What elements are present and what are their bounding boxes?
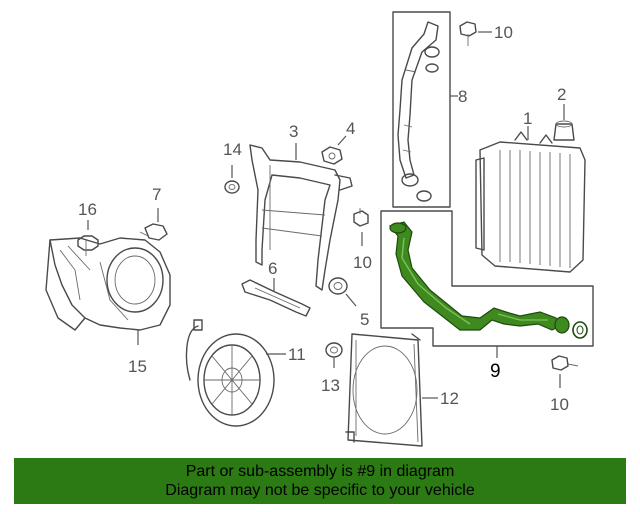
part-10-bolt-middle[interactable] — [353, 208, 369, 227]
part-15-shroud[interactable] — [45, 237, 171, 331]
part-12-panel[interactable] — [345, 333, 423, 447]
part-6-bracket[interactable] — [241, 279, 311, 317]
callout-12: 12 — [440, 389, 459, 408]
part-1-cooler[interactable] — [475, 131, 586, 273]
callout-9: 9 — [490, 361, 501, 382]
footer-line-1: Part or sub-assembly is #9 in diagram — [185, 463, 455, 480]
footer-banner: Part or sub-assembly is #9 in diagram Di… — [14, 458, 626, 504]
footer-line-2: Diagram may not be specific to your vehi… — [165, 482, 475, 499]
part-8-hose[interactable] — [397, 21, 440, 202]
part-5-nut[interactable] — [328, 277, 348, 295]
part-9-group-box — [380, 210, 594, 347]
callout-7: 7 — [152, 185, 161, 204]
part-2-grommet[interactable] — [553, 120, 575, 141]
callout-5: 5 — [360, 310, 369, 329]
callout-10-middle: 10 — [353, 253, 372, 272]
part-13-nut[interactable] — [325, 342, 343, 358]
callout-15: 15 — [128, 357, 147, 376]
part-10-bolt-top[interactable] — [459, 21, 477, 46]
part-9-hose[interactable] — [388, 221, 588, 339]
part-8-group-box — [392, 11, 451, 208]
callout-10-bottom: 10 — [550, 395, 569, 414]
parts-diagram: 15 16 7 3 14 4 6 5 — [45, 11, 594, 447]
callout-10-top: 10 — [494, 23, 513, 42]
part-10-bolt-bottom[interactable] — [551, 355, 579, 371]
part-3-bracket[interactable] — [249, 144, 353, 291]
callout-6: 6 — [268, 259, 277, 278]
part-7-bolt[interactable] — [139, 223, 168, 241]
callout-1: 1 — [523, 109, 532, 128]
callout-11: 11 — [288, 345, 306, 364]
part-14-nut[interactable] — [224, 180, 240, 194]
callout-8: 8 — [458, 87, 467, 106]
callout-13: 13 — [321, 376, 340, 395]
part-4-nut[interactable] — [321, 146, 343, 165]
part-11-fan[interactable] — [185, 319, 275, 427]
callout-3: 3 — [289, 122, 298, 141]
callout-2: 2 — [557, 85, 566, 104]
callout-14: 14 — [223, 140, 242, 159]
callout-16: 16 — [78, 200, 97, 219]
part-16-bolt[interactable] — [77, 235, 99, 256]
callout-4: 4 — [346, 119, 355, 138]
